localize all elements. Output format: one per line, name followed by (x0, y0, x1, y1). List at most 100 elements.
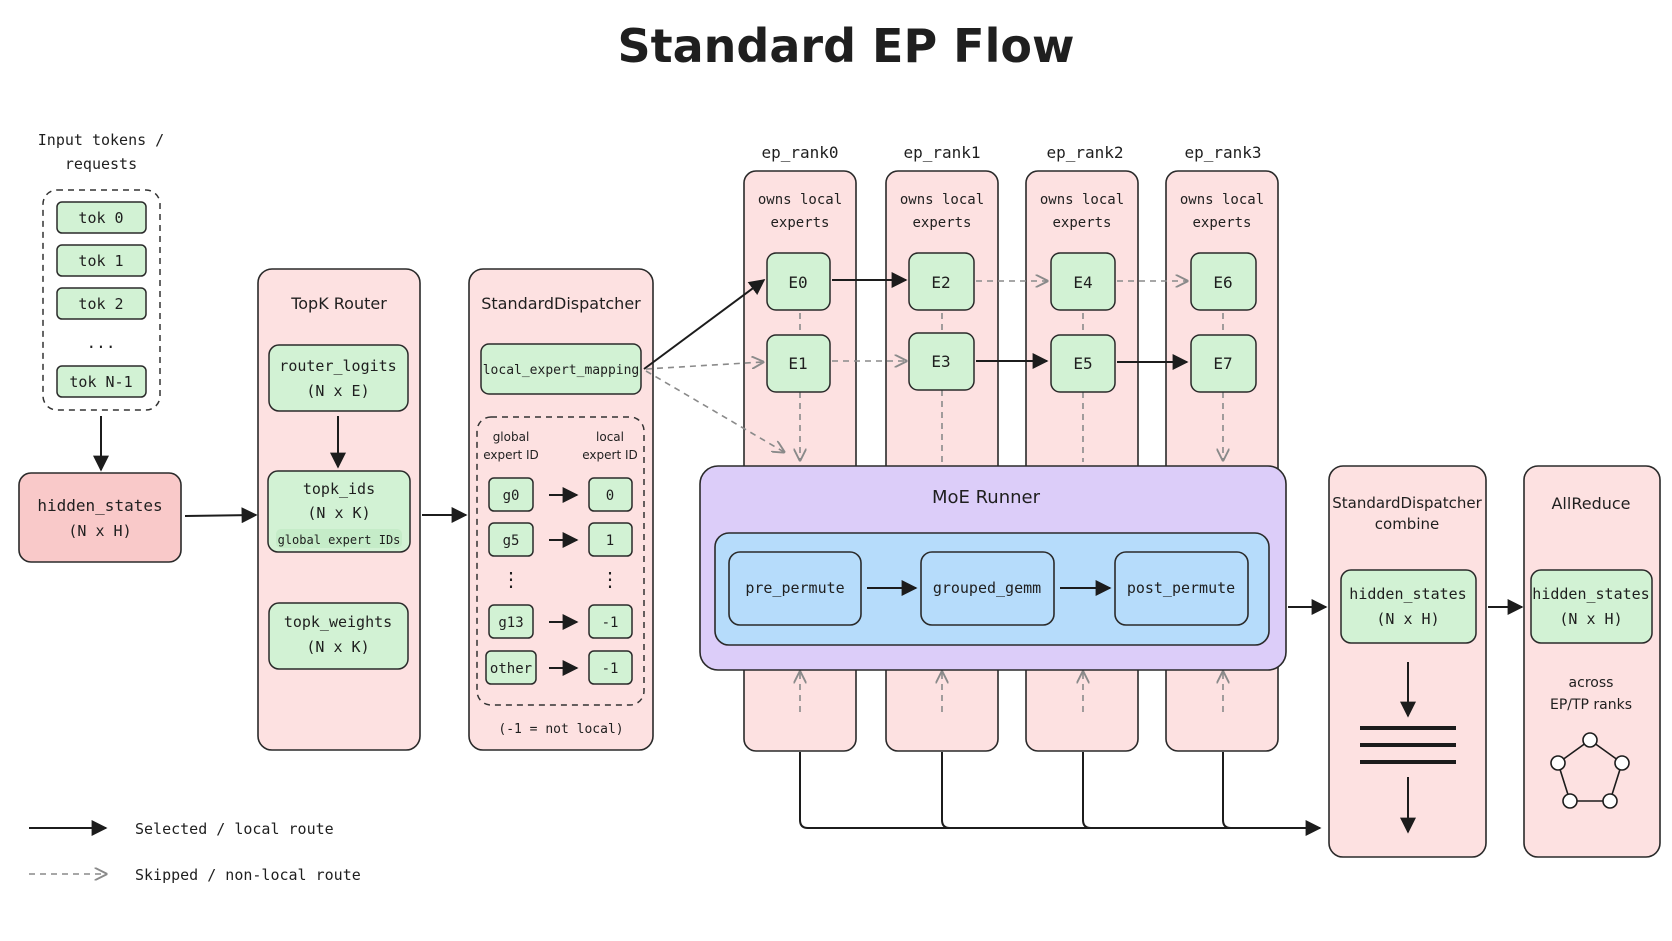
allreduce-hidden-states-name: hidden_states (1532, 585, 1649, 603)
allreduce-title: AllReduce (1551, 494, 1630, 513)
hidden-states-box (18, 472, 182, 563)
combine-panel (1328, 465, 1487, 858)
input-label-line1: Input tokens / (38, 131, 164, 149)
expert-e0 (766, 252, 831, 311)
local-id-cell (588, 604, 633, 639)
allreduce-note-line1: across (1569, 675, 1614, 691)
ep-rank2-label: ep_rank2 (1046, 143, 1123, 162)
expert-e2-label: E2 (931, 273, 950, 292)
post-permute-box (1114, 551, 1249, 626)
combine-title-line2: combine (1375, 515, 1439, 533)
global-id-cell (488, 604, 534, 639)
expert-e7-label: E7 (1213, 354, 1232, 373)
local-id-ellipsis: ⋮ (600, 567, 620, 591)
ep-rank2-desc2: experts (1052, 215, 1111, 231)
input-label-line2: requests (65, 155, 137, 173)
topk-ids-shape: (N x K) (307, 504, 370, 522)
ring-topology-icon (1550, 732, 1630, 809)
ep-rank2-desc1: owns local (1040, 192, 1124, 208)
ep-rank1-label: ep_rank1 (903, 143, 980, 162)
allreduce-hidden-states-box (1530, 569, 1653, 644)
ep-rank0-desc1: owns local (758, 192, 842, 208)
dispatcher-footnote: (-1 = not local) (498, 722, 623, 737)
token-ellipsis: ... (87, 333, 116, 352)
page-title: Standard EP Flow (618, 19, 1075, 73)
local-id: 1 (606, 533, 614, 549)
local-expert-mapping-box (480, 343, 642, 395)
global-id-cell (488, 477, 534, 512)
pre-permute-box (728, 551, 862, 626)
global-id-ellipsis: ⋮ (501, 567, 521, 591)
topk-ids-name: topk_ids (303, 480, 375, 498)
expert-e6-label: E6 (1213, 273, 1232, 292)
gather-line (1222, 752, 1232, 829)
reduce-bars-icon (1360, 726, 1456, 764)
global-header-2: expert ID (483, 448, 539, 462)
topk-ids-note-bg (276, 529, 402, 548)
local-id: 0 (606, 488, 614, 504)
hidden-states-name: hidden_states (37, 496, 162, 515)
router-logits-shape: (N x E) (306, 382, 369, 400)
topk-ids-note: global expert IDs (278, 533, 401, 547)
token-box (56, 201, 147, 234)
topk-weights-name: topk_weights (284, 613, 392, 631)
router-logits-name: router_logits (279, 357, 396, 375)
ep-rank1-desc2: experts (912, 215, 971, 231)
combine-hidden-states-box (1340, 569, 1477, 644)
expert-e5-label: E5 (1073, 354, 1092, 373)
global-id: other (490, 661, 532, 677)
token-list: tok 0 tok 1 tok 2 ... tok N-1 (56, 201, 147, 398)
gather-line (799, 752, 1322, 836)
local-header-2: expert ID (582, 448, 638, 462)
local-id-cell (588, 477, 633, 512)
combine-hidden-states-shape: (N x H) (1376, 610, 1439, 628)
legend-solid-label: Selected / local route (135, 820, 334, 838)
expert-e4-label: E4 (1073, 273, 1092, 292)
expert-boxes: E0 E1 E2 E3 E4 E5 E6 E7 (766, 252, 1257, 393)
token-label: tok 0 (78, 209, 123, 227)
token-label: tok N-1 (69, 373, 132, 391)
ep-rank3-desc1: owns local (1180, 192, 1264, 208)
expert-e1-label: E1 (788, 354, 807, 373)
arrow-mapping-to-e0 (643, 279, 766, 370)
local-id-cell (588, 522, 633, 557)
expert-e5 (1050, 334, 1116, 393)
global-id: g5 (503, 533, 520, 549)
global-id: g13 (498, 615, 523, 631)
ep-rank0-desc2: experts (770, 215, 829, 231)
token-box (56, 287, 147, 320)
gather-line (941, 752, 951, 829)
token-box (56, 244, 147, 277)
ep-rank3-desc2: experts (1192, 215, 1251, 231)
allreduce-note-line2: EP/TP ranks (1550, 697, 1632, 713)
local-header-1: local (596, 430, 624, 444)
post-permute-label: post_permute (1127, 579, 1235, 597)
expert-e2 (908, 252, 975, 311)
local-id-cell (588, 650, 633, 685)
arrow-mapping-to-e1 (645, 362, 763, 370)
hidden-states-shape: (N x H) (68, 522, 131, 540)
gather-lines (799, 752, 1322, 836)
expert-e4 (1050, 252, 1116, 311)
local-id: -1 (602, 615, 619, 631)
local-expert-mapping-label: local_expert_mapping (483, 363, 640, 378)
expert-e1 (766, 334, 831, 393)
topk-weights-shape: (N x K) (306, 638, 369, 656)
arrow-hidden-to-router (184, 507, 258, 524)
grouped-gemm-box (920, 551, 1055, 626)
dispatcher-title: StandardDispatcher (481, 294, 641, 313)
allreduce-panel (1523, 465, 1661, 858)
arrow-mapping-to-runner (645, 370, 784, 452)
topk-weights-box (268, 602, 409, 670)
local-id: -1 (602, 661, 619, 677)
allreduce-hidden-states-shape: (N x H) (1559, 610, 1622, 628)
input-tokens-group (42, 189, 161, 411)
moe-runner-title: MoE Runner (932, 487, 1041, 508)
expert-e6 (1190, 252, 1257, 311)
token-label: tok 2 (78, 295, 123, 313)
pre-permute-label: pre_permute (745, 579, 844, 597)
token-box (56, 365, 147, 398)
ep-rank3-label: ep_rank3 (1184, 143, 1261, 162)
ep-rank1-desc1: owns local (900, 192, 984, 208)
